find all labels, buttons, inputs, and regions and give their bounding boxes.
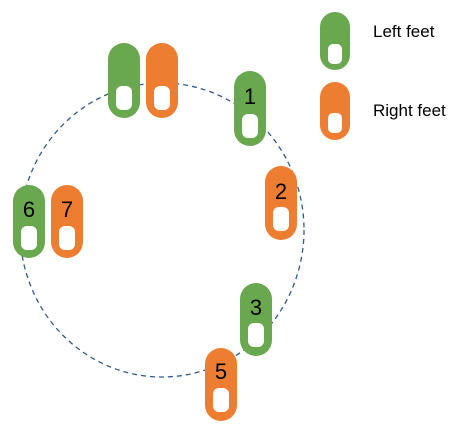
foot-number: 6 bbox=[23, 197, 35, 222]
foot-number: 5 bbox=[215, 359, 227, 384]
foot-number: 1 bbox=[244, 84, 256, 109]
legend-right-label: Right feet bbox=[373, 101, 446, 120]
foot-left-1: 1 bbox=[234, 71, 266, 146]
foot-right-2: 2 bbox=[265, 166, 297, 240]
foot-number: 7 bbox=[61, 197, 73, 222]
legend-left-label: Left feet bbox=[373, 22, 435, 41]
legend-right-swatch bbox=[320, 82, 350, 140]
foot-left-3: 3 bbox=[240, 283, 272, 356]
foot-right-7: 7 bbox=[51, 185, 83, 258]
foot-left-top bbox=[108, 43, 140, 118]
legend-left-swatch bbox=[320, 12, 350, 70]
foot-right-5: 5 bbox=[205, 348, 237, 421]
foot-number: 3 bbox=[250, 295, 262, 320]
foot-left-6: 6 bbox=[13, 185, 45, 258]
foot-number: 2 bbox=[275, 179, 287, 204]
foot-right-top bbox=[146, 43, 178, 118]
legend: Left feet Right feet bbox=[320, 12, 446, 140]
